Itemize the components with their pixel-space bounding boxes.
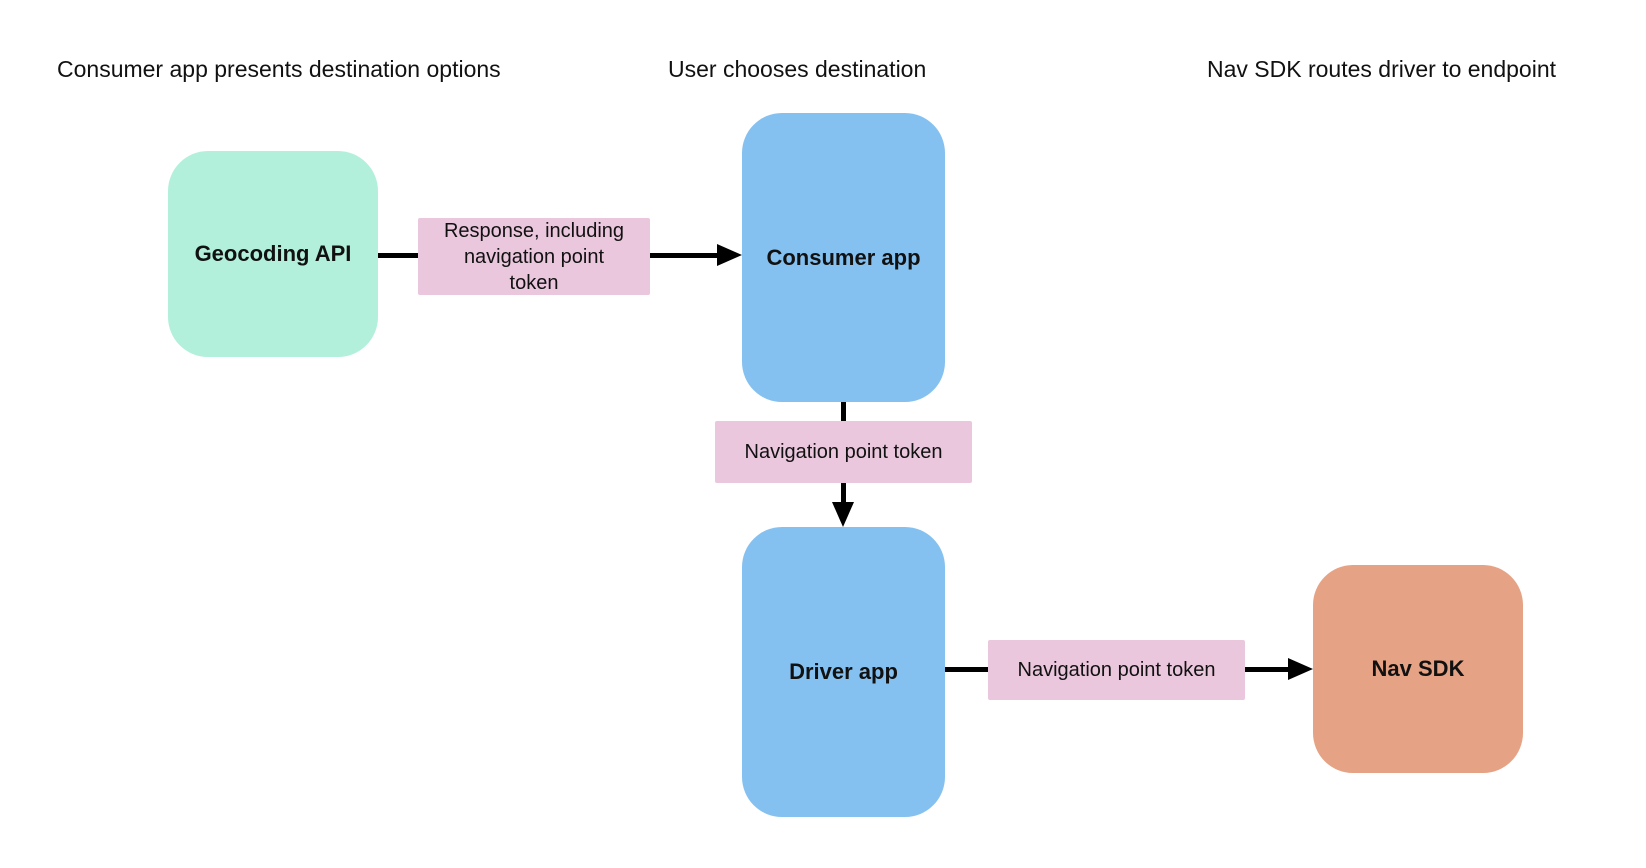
connector-geocoding-to-response-label bbox=[378, 253, 418, 258]
node-driver-app-label: Driver app bbox=[789, 659, 898, 684]
node-nav-sdk: Nav SDK bbox=[1313, 565, 1523, 773]
node-nav-sdk-label: Nav SDK bbox=[1371, 656, 1465, 681]
connector-consumer-to-token-label bbox=[841, 402, 846, 421]
node-geocoding-api-label: Geocoding API bbox=[194, 241, 352, 266]
arrowhead-down-into-driver-icon bbox=[832, 502, 854, 527]
node-consumer-app: Consumer app bbox=[742, 113, 945, 402]
node-consumer-app-label: Consumer app bbox=[766, 244, 921, 270]
arrowhead-right-into-navsdk-icon bbox=[1288, 658, 1313, 680]
node-geocoding-api: Geocoding API bbox=[168, 151, 378, 357]
connector-token-label-to-driver bbox=[841, 483, 846, 502]
connector-response-label-to-consumer bbox=[650, 253, 717, 258]
column-header-consumer-presents: Consumer app presents destination option… bbox=[57, 56, 501, 82]
column-header-user-chooses: User chooses destination bbox=[668, 56, 927, 82]
edge-label-response-navigation-point-token: Response, including navigation point tok… bbox=[418, 218, 650, 295]
connector-driver-to-token-label bbox=[945, 667, 988, 672]
connector-token-label-to-navsdk bbox=[1245, 667, 1288, 672]
node-driver-app: Driver app bbox=[742, 527, 945, 817]
edge-label-navigation-point-token-consumer-to-driver: Navigation point token bbox=[715, 421, 972, 483]
edge-label-navigation-point-token-driver-to-navsdk: Navigation point token bbox=[988, 640, 1245, 700]
column-header-navsdk-routes: Nav SDK routes driver to endpoint bbox=[1207, 56, 1557, 82]
arrowhead-right-into-consumer-icon bbox=[717, 244, 742, 266]
